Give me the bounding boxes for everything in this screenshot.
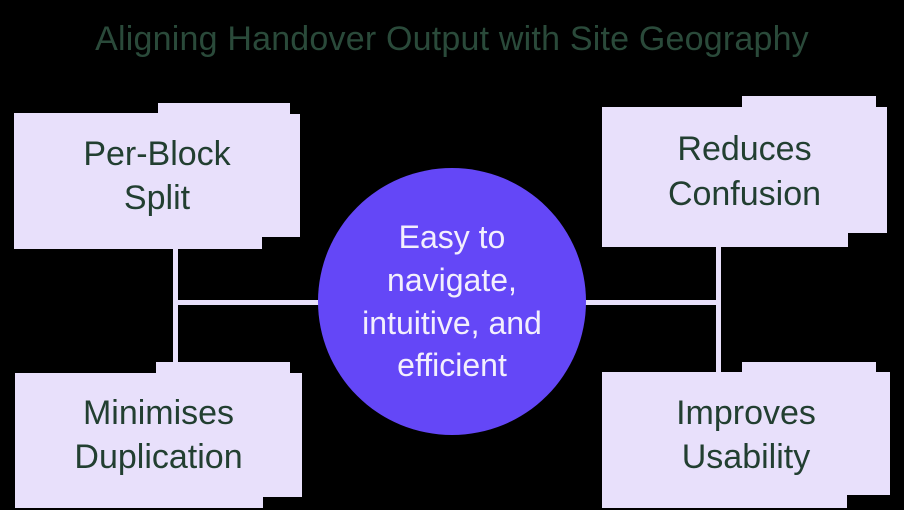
- node-label-line: Improves: [676, 393, 816, 432]
- node-improves-usability: Improves Usability: [602, 362, 890, 508]
- node-minimises-duplication: Minimises Duplication: [15, 362, 302, 508]
- connector-right-vertical: [716, 246, 721, 374]
- node-label-line: Minimises: [82, 393, 235, 432]
- connector-right-horizontal: [580, 300, 720, 305]
- center-node-line: intuitive, and: [362, 304, 542, 341]
- center-node-line: efficient: [397, 347, 507, 384]
- node-label-line: Per-Block: [83, 134, 231, 173]
- node-label-line: Duplication: [74, 438, 243, 476]
- center-node-line: navigate,: [387, 261, 517, 298]
- node-label-line: Reduces: [677, 130, 812, 169]
- node-label-line: Split: [123, 179, 191, 217]
- node-reduces-confusion: Reduces Confusion: [602, 96, 887, 247]
- diagram-title: Aligning Handover Output with Site Geogr…: [95, 20, 809, 58]
- center-node-label: Easy to navigate, intuitive, and efficie…: [362, 216, 542, 388]
- node-per-block-split: Per-Block Split: [14, 103, 300, 249]
- connector-left-horizontal: [175, 300, 325, 305]
- node-label: Minimises Duplication: [74, 391, 242, 479]
- connector-left-vertical: [173, 248, 178, 364]
- node-label: Reduces Confusion: [668, 127, 821, 215]
- node-label-line: Usability: [681, 438, 811, 476]
- node-label: Improves Usability: [676, 391, 816, 479]
- node-label: Per-Block Split: [83, 132, 230, 220]
- center-node: Easy to navigate, intuitive, and efficie…: [318, 168, 586, 435]
- node-label-line: Confusion: [667, 174, 822, 213]
- center-node-line: Easy to: [398, 218, 506, 255]
